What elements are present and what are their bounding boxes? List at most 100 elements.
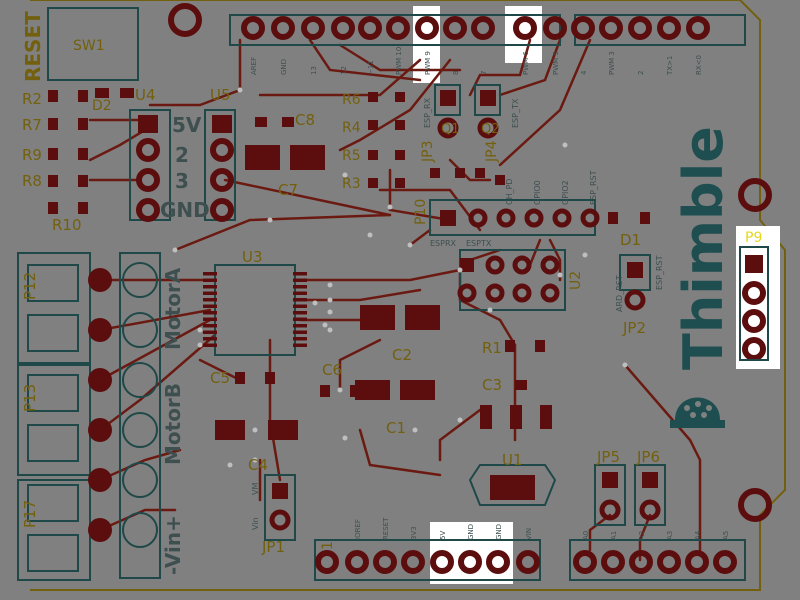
mounting-holes	[168, 3, 772, 522]
u3-pin	[293, 278, 307, 282]
top-header-pin	[301, 16, 325, 40]
top-header-pin-label: 8	[452, 71, 460, 75]
via	[487, 307, 493, 313]
jp2-label: JP2	[622, 319, 646, 337]
power-header-pin-label: 5V	[439, 531, 447, 540]
top-header-pin	[513, 16, 537, 40]
top-header-pin	[271, 16, 295, 40]
c7-label: C7	[278, 181, 298, 199]
r3-label: R3	[342, 176, 361, 192]
via	[582, 252, 588, 258]
power-header-pads	[315, 550, 540, 574]
q2-label: Q2	[481, 122, 500, 137]
esprx-label: ESPRX	[430, 239, 457, 248]
via	[562, 142, 568, 148]
jp6-label: JP6	[636, 448, 660, 466]
power-header-pin	[373, 550, 397, 574]
p13-label: P13	[21, 384, 39, 412]
top-header-pin-label: RX<0	[695, 55, 703, 75]
u3-label: U3	[242, 248, 263, 266]
pin3-label: 3	[175, 169, 189, 193]
u3-outline	[214, 264, 296, 356]
top-header-pin	[331, 16, 355, 40]
via	[457, 267, 463, 273]
u5-label: U5	[210, 86, 231, 104]
via	[457, 417, 463, 423]
analog-header-pin-label: A2	[638, 531, 646, 540]
r5-label: R5	[342, 148, 361, 164]
r9-label: R9	[22, 146, 42, 164]
c4-label: C4	[248, 456, 268, 474]
gnd-label: GND	[160, 198, 210, 222]
u2-label: U2	[568, 271, 584, 290]
top-header-pin-label: 13	[310, 66, 318, 75]
top-header-pin-label: GND	[280, 59, 288, 75]
esp-rst-label: ESP_RST	[589, 170, 598, 205]
power-header-pin-label: RESET	[382, 517, 390, 540]
esptx-label: ESPTX	[466, 239, 492, 248]
c3-label: C3	[482, 376, 502, 394]
via	[412, 427, 418, 433]
via	[312, 300, 318, 306]
via	[337, 387, 343, 393]
power-header-pin	[458, 550, 482, 574]
small-jumpers	[269, 472, 661, 531]
top-header-pin-label: ~11	[367, 60, 375, 75]
via	[407, 242, 413, 248]
ch-pd-label: CH_PD	[505, 178, 514, 205]
power-header-pin-1	[315, 550, 339, 574]
top-header-pin	[543, 16, 567, 40]
via	[367, 232, 373, 238]
via	[327, 327, 333, 333]
analog-header-pin	[713, 550, 737, 574]
via	[267, 217, 273, 223]
esp-rst2-label: ESP_RST	[655, 255, 664, 290]
r8-label: R8	[22, 172, 42, 190]
via	[557, 272, 563, 278]
u3-pin	[203, 298, 217, 302]
d1-label: D1	[620, 231, 641, 249]
analog-header-pin	[629, 550, 653, 574]
u3-pin	[293, 285, 307, 289]
screw-terminal-pads	[88, 268, 112, 542]
smd-resistors-left	[48, 88, 134, 214]
analog-header-pin-label: A0	[582, 531, 590, 540]
p12-label: P12	[21, 272, 39, 300]
u3-pin	[293, 291, 307, 295]
top-header-pin-label: TX>1	[666, 56, 674, 76]
brand-text: Thimble	[672, 126, 735, 370]
power-header-pin	[401, 550, 425, 574]
motorb-label: MotorB	[161, 383, 185, 465]
esp-resistor-pads	[368, 92, 505, 188]
top-header-pin-label: PWM 3	[608, 51, 616, 75]
top-header-pin	[686, 16, 710, 40]
u3-pin	[203, 330, 217, 334]
sw1-outline	[47, 7, 139, 81]
r6-label: R6	[342, 92, 361, 108]
analog-header-pin-label: A1	[610, 531, 618, 540]
esp-tx-label: ESP_TX	[511, 98, 520, 128]
via	[342, 435, 348, 441]
u3-pin	[293, 343, 307, 347]
analog-header-pin	[601, 550, 625, 574]
thimble-logo	[670, 397, 725, 428]
analog-header-pin	[657, 550, 681, 574]
power-header-pin	[345, 550, 369, 574]
via	[387, 204, 393, 210]
u3-pin	[203, 317, 217, 321]
r7-label: R7	[22, 116, 42, 134]
p17-label: P17	[21, 500, 39, 528]
vias	[172, 87, 628, 468]
sw1-label: SW1	[73, 38, 105, 54]
screw-terminal-circles	[122, 262, 158, 548]
analog-header-pin	[573, 550, 597, 574]
top-header-pin	[628, 16, 652, 40]
u3-pin	[293, 304, 307, 308]
top-header-pin	[599, 16, 623, 40]
analog-header-pin-label: A3	[666, 531, 674, 540]
jp3-label: JP3	[420, 141, 436, 163]
top-header-pin-label: 2	[637, 71, 645, 75]
